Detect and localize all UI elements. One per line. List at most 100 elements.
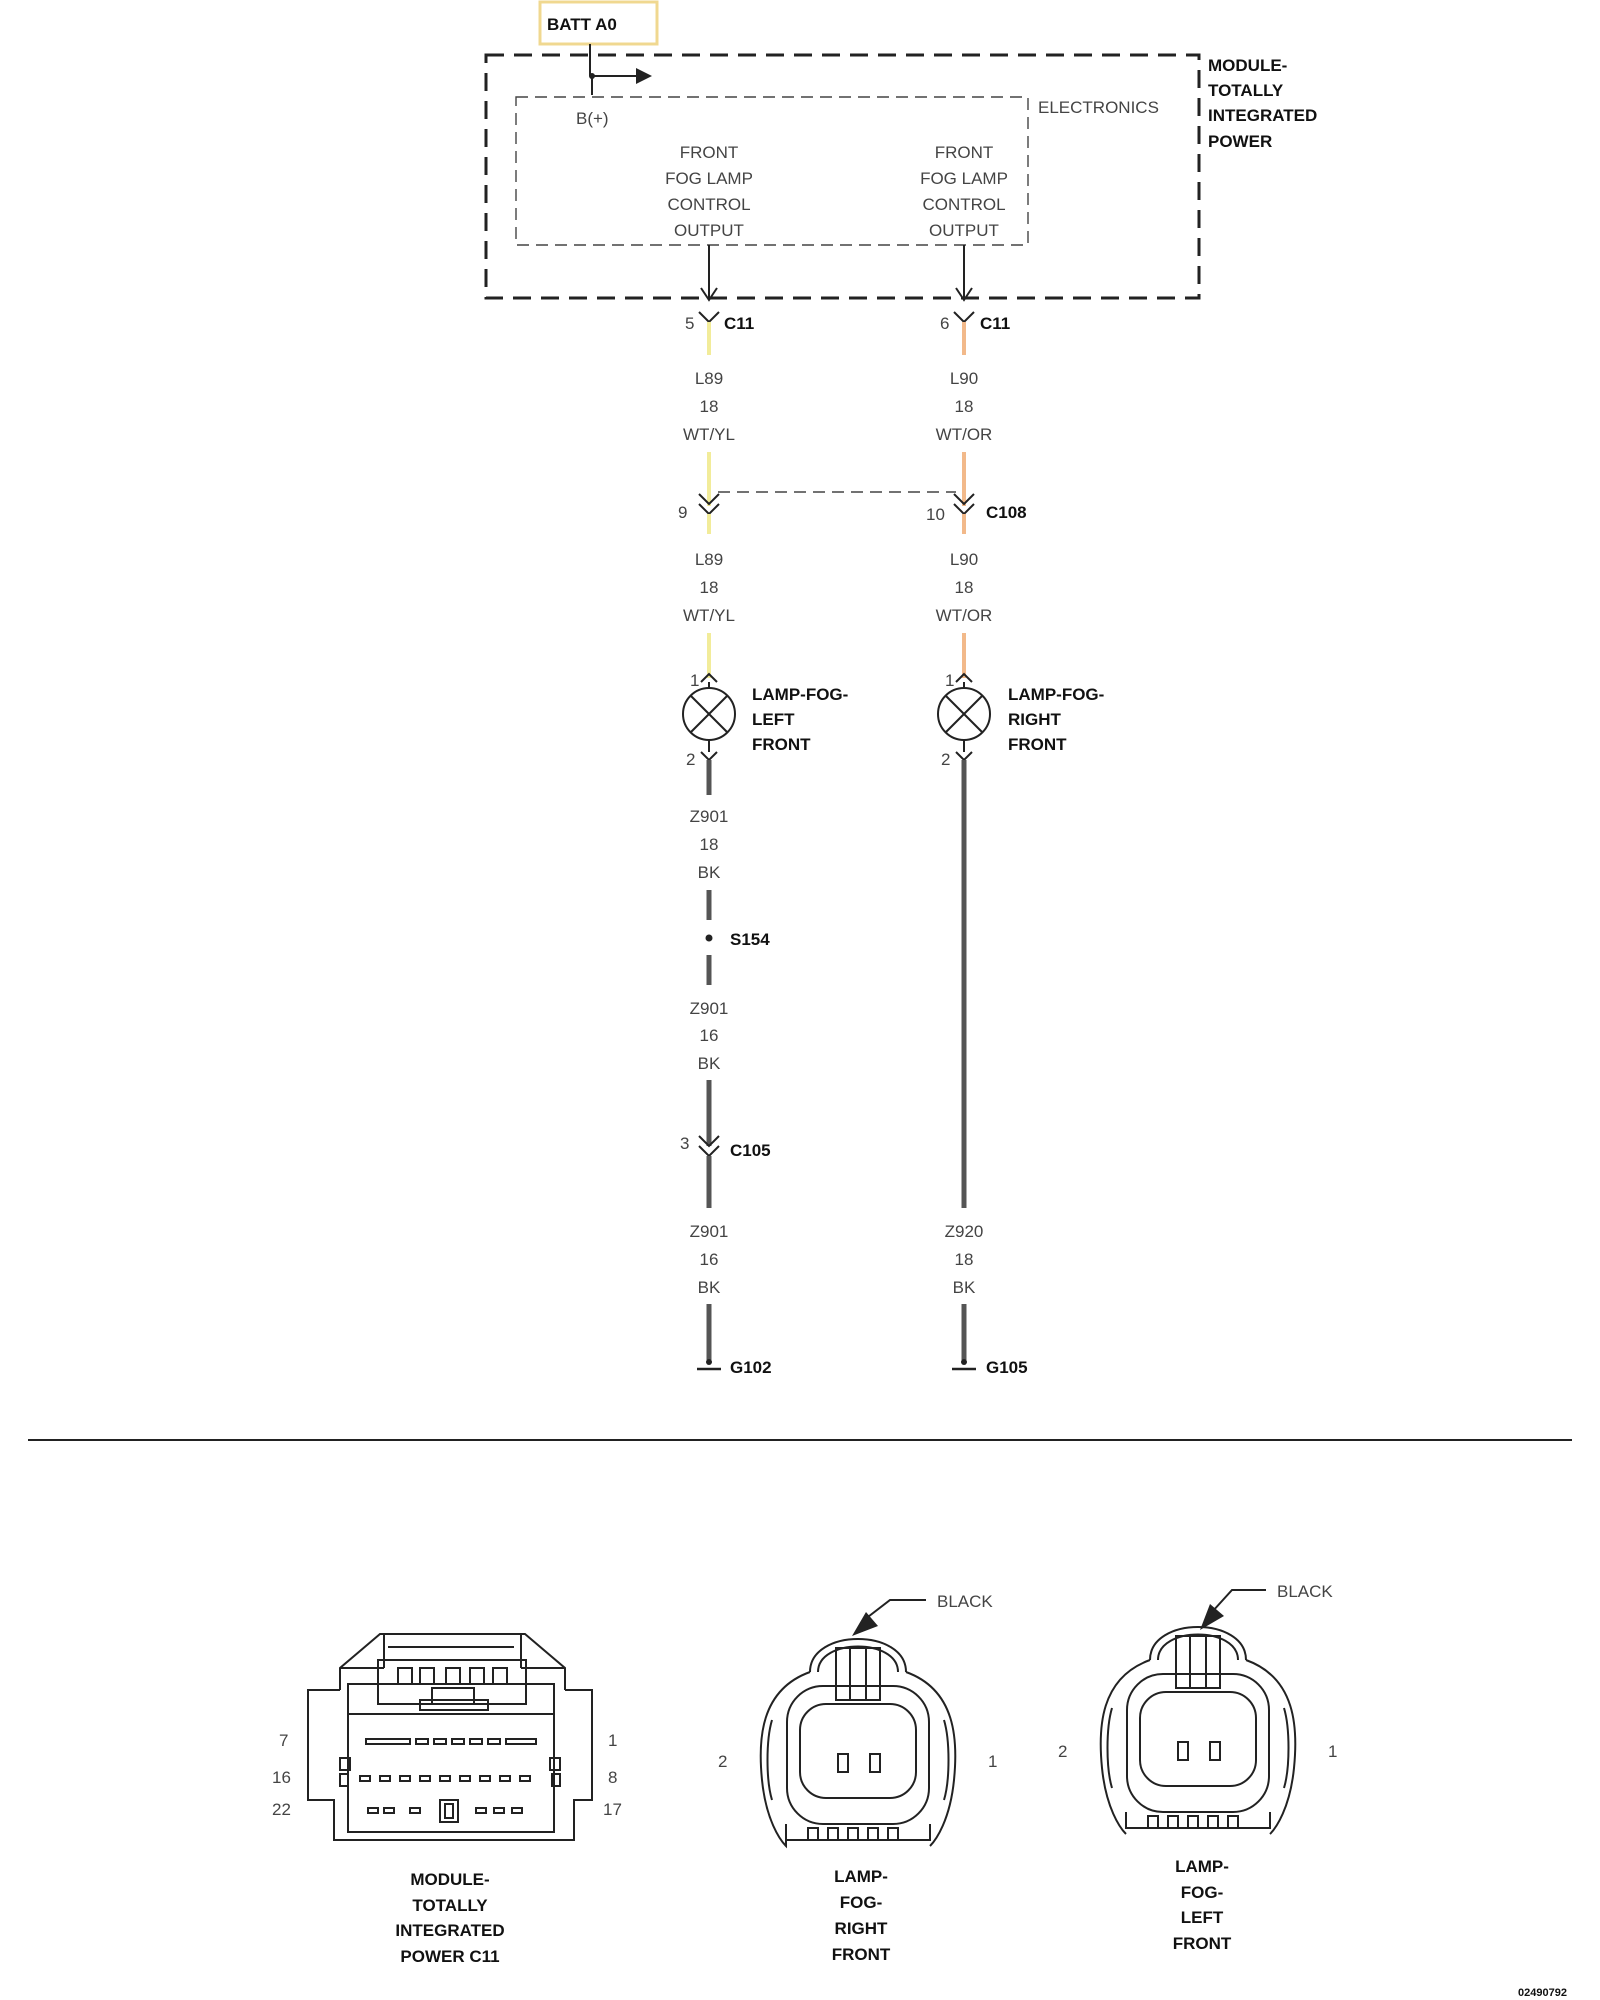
svg-text:L89: L89	[695, 550, 723, 569]
c105-chevron-top	[698, 1135, 720, 1148]
svg-text:FRONT: FRONT	[1173, 1934, 1232, 1953]
left-c11-pin: 5	[685, 314, 694, 333]
svg-text:Z901: Z901	[690, 807, 729, 826]
right-wire1-label: L90 18 WT/OR	[936, 369, 993, 444]
svg-text:Z901: Z901	[690, 1222, 729, 1241]
c11-pin-label-17: 17	[603, 1800, 622, 1819]
fog-left-caption: LAMP- FOG- LEFT FRONT	[1173, 1857, 1232, 1953]
svg-text:BK: BK	[698, 1054, 721, 1073]
svg-text:FOG-: FOG-	[1181, 1883, 1224, 1902]
svg-text:LEFT: LEFT	[1181, 1908, 1224, 1927]
fog-right-pin-2: 2	[718, 1752, 727, 1771]
svg-text:MODULE-: MODULE-	[410, 1870, 489, 1889]
svg-text:L90: L90	[950, 550, 978, 569]
left-c108-pin: 9	[678, 503, 687, 522]
svg-text:LAMP-FOG-: LAMP-FOG-	[752, 685, 848, 704]
svg-text:CONTROL: CONTROL	[667, 195, 750, 214]
output-right-arrow	[955, 287, 973, 302]
left-wire4-label: Z901 16 BK	[690, 999, 729, 1073]
c11-pin-label-8: 8	[608, 1768, 617, 1787]
svg-text:OUTPUT: OUTPUT	[929, 221, 999, 240]
svg-text:BK: BK	[953, 1278, 976, 1297]
ground-g105-symbol	[952, 1359, 976, 1371]
figure-id: 02490792	[1518, 1987, 1567, 1999]
module-name: MODULE- TOTALLY INTEGRATED POWER	[1208, 56, 1317, 151]
svg-text:CONTROL: CONTROL	[922, 195, 1005, 214]
svg-text:18: 18	[700, 835, 719, 854]
fog-right-pin-1: 1	[988, 1752, 997, 1771]
left-c11-connector-symbol	[698, 311, 720, 324]
svg-text:FRONT: FRONT	[1008, 735, 1067, 754]
fog-right-connector-view	[759, 1638, 957, 1849]
c11-pin-label-7: 7	[279, 1731, 288, 1750]
bplus-label: B(+)	[576, 109, 609, 128]
ground-g105-label: G105	[986, 1358, 1028, 1377]
right-c108-chevron-top	[953, 493, 975, 506]
splice-s154-label: S154	[730, 930, 770, 949]
right-wire3-label: Z920 18 BK	[945, 1222, 984, 1297]
right-c11-pin: 6	[940, 314, 949, 333]
svg-text:L89: L89	[695, 369, 723, 388]
svg-text:FOG-: FOG-	[840, 1893, 883, 1912]
svg-text:RIGHT: RIGHT	[1008, 710, 1062, 729]
output-left-label: FRONT FOG LAMP CONTROL OUTPUT	[665, 143, 753, 240]
right-fog-lamp-symbol	[937, 687, 991, 741]
svg-text:TOTALLY: TOTALLY	[1208, 81, 1284, 100]
svg-text:Z920: Z920	[945, 1222, 984, 1241]
electronics-outline	[515, 96, 1029, 246]
left-wire1-label: L89 18 WT/YL	[683, 369, 735, 444]
svg-text:FRONT: FRONT	[935, 143, 994, 162]
svg-text:WT/YL: WT/YL	[683, 606, 735, 625]
right-c11-connector-symbol	[953, 311, 975, 324]
c108-name: C108	[986, 503, 1027, 522]
svg-text:18: 18	[700, 397, 719, 416]
fog-left-pin-2: 2	[1058, 1742, 1067, 1761]
svg-text:POWER: POWER	[1208, 132, 1272, 151]
svg-text:18: 18	[955, 1250, 974, 1269]
output-right-label: FRONT FOG LAMP CONTROL OUTPUT	[920, 143, 1008, 240]
svg-text:16: 16	[700, 1026, 719, 1045]
fog-right-color-label: BLACK	[937, 1592, 993, 1611]
left-lamp-pin1-connector	[700, 672, 718, 683]
svg-text:POWER C11: POWER C11	[400, 1947, 499, 1966]
c11-caption: MODULE- TOTALLY INTEGRATED POWER C11	[395, 1870, 504, 1966]
ground-g102-symbol	[697, 1359, 721, 1371]
fog-left-color-label: BLACK	[1277, 1582, 1333, 1601]
svg-text:LAMP-: LAMP-	[834, 1867, 888, 1886]
left-wire5-label: Z901 16 BK	[690, 1222, 729, 1297]
feed-arrow-head	[636, 68, 652, 84]
svg-text:FRONT: FRONT	[752, 735, 811, 754]
left-wire3-label: Z901 18 BK	[690, 807, 729, 882]
fog-left-connector-view	[1099, 1626, 1297, 1835]
right-lamp-name: LAMP-FOG- RIGHT FRONT	[1008, 685, 1104, 754]
c105-chevron-bottom	[698, 1145, 720, 1158]
svg-text:FRONT: FRONT	[680, 143, 739, 162]
svg-text:TOTALLY: TOTALLY	[412, 1896, 488, 1915]
fog-left-pin-1: 1	[1328, 1742, 1337, 1761]
svg-text:WT/OR: WT/OR	[936, 606, 993, 625]
c11-pin-label-16: 16	[272, 1768, 291, 1787]
svg-text:LAMP-: LAMP-	[1175, 1857, 1229, 1876]
right-lamp-pin2-connector	[955, 751, 973, 762]
svg-text:Z901: Z901	[690, 999, 729, 1018]
svg-text:18: 18	[955, 397, 974, 416]
svg-text:MODULE-: MODULE-	[1208, 56, 1287, 75]
right-lamp-pin1-connector	[955, 672, 973, 683]
svg-text:INTEGRATED: INTEGRATED	[395, 1921, 504, 1940]
right-c11-name: C11	[980, 314, 1010, 333]
batt-box	[538, 0, 659, 46]
left-c108-chevron-top	[698, 493, 720, 506]
svg-text:FRONT: FRONT	[832, 1945, 891, 1964]
right-c108-pin: 10	[926, 505, 945, 524]
electronics-label: ELECTRONICS	[1038, 98, 1159, 117]
left-lamp-pin-top: 1	[690, 671, 699, 690]
svg-text:LAMP-FOG-: LAMP-FOG-	[1008, 685, 1104, 704]
svg-text:OUTPUT: OUTPUT	[674, 221, 744, 240]
left-lamp-pin-bottom: 2	[686, 750, 695, 769]
svg-text:16: 16	[700, 1250, 719, 1269]
svg-text:WT/OR: WT/OR	[936, 425, 993, 444]
left-fog-lamp-symbol	[682, 687, 736, 741]
output-left-arrow	[700, 287, 718, 302]
left-lamp-name: LAMP-FOG- LEFT FRONT	[752, 685, 848, 754]
